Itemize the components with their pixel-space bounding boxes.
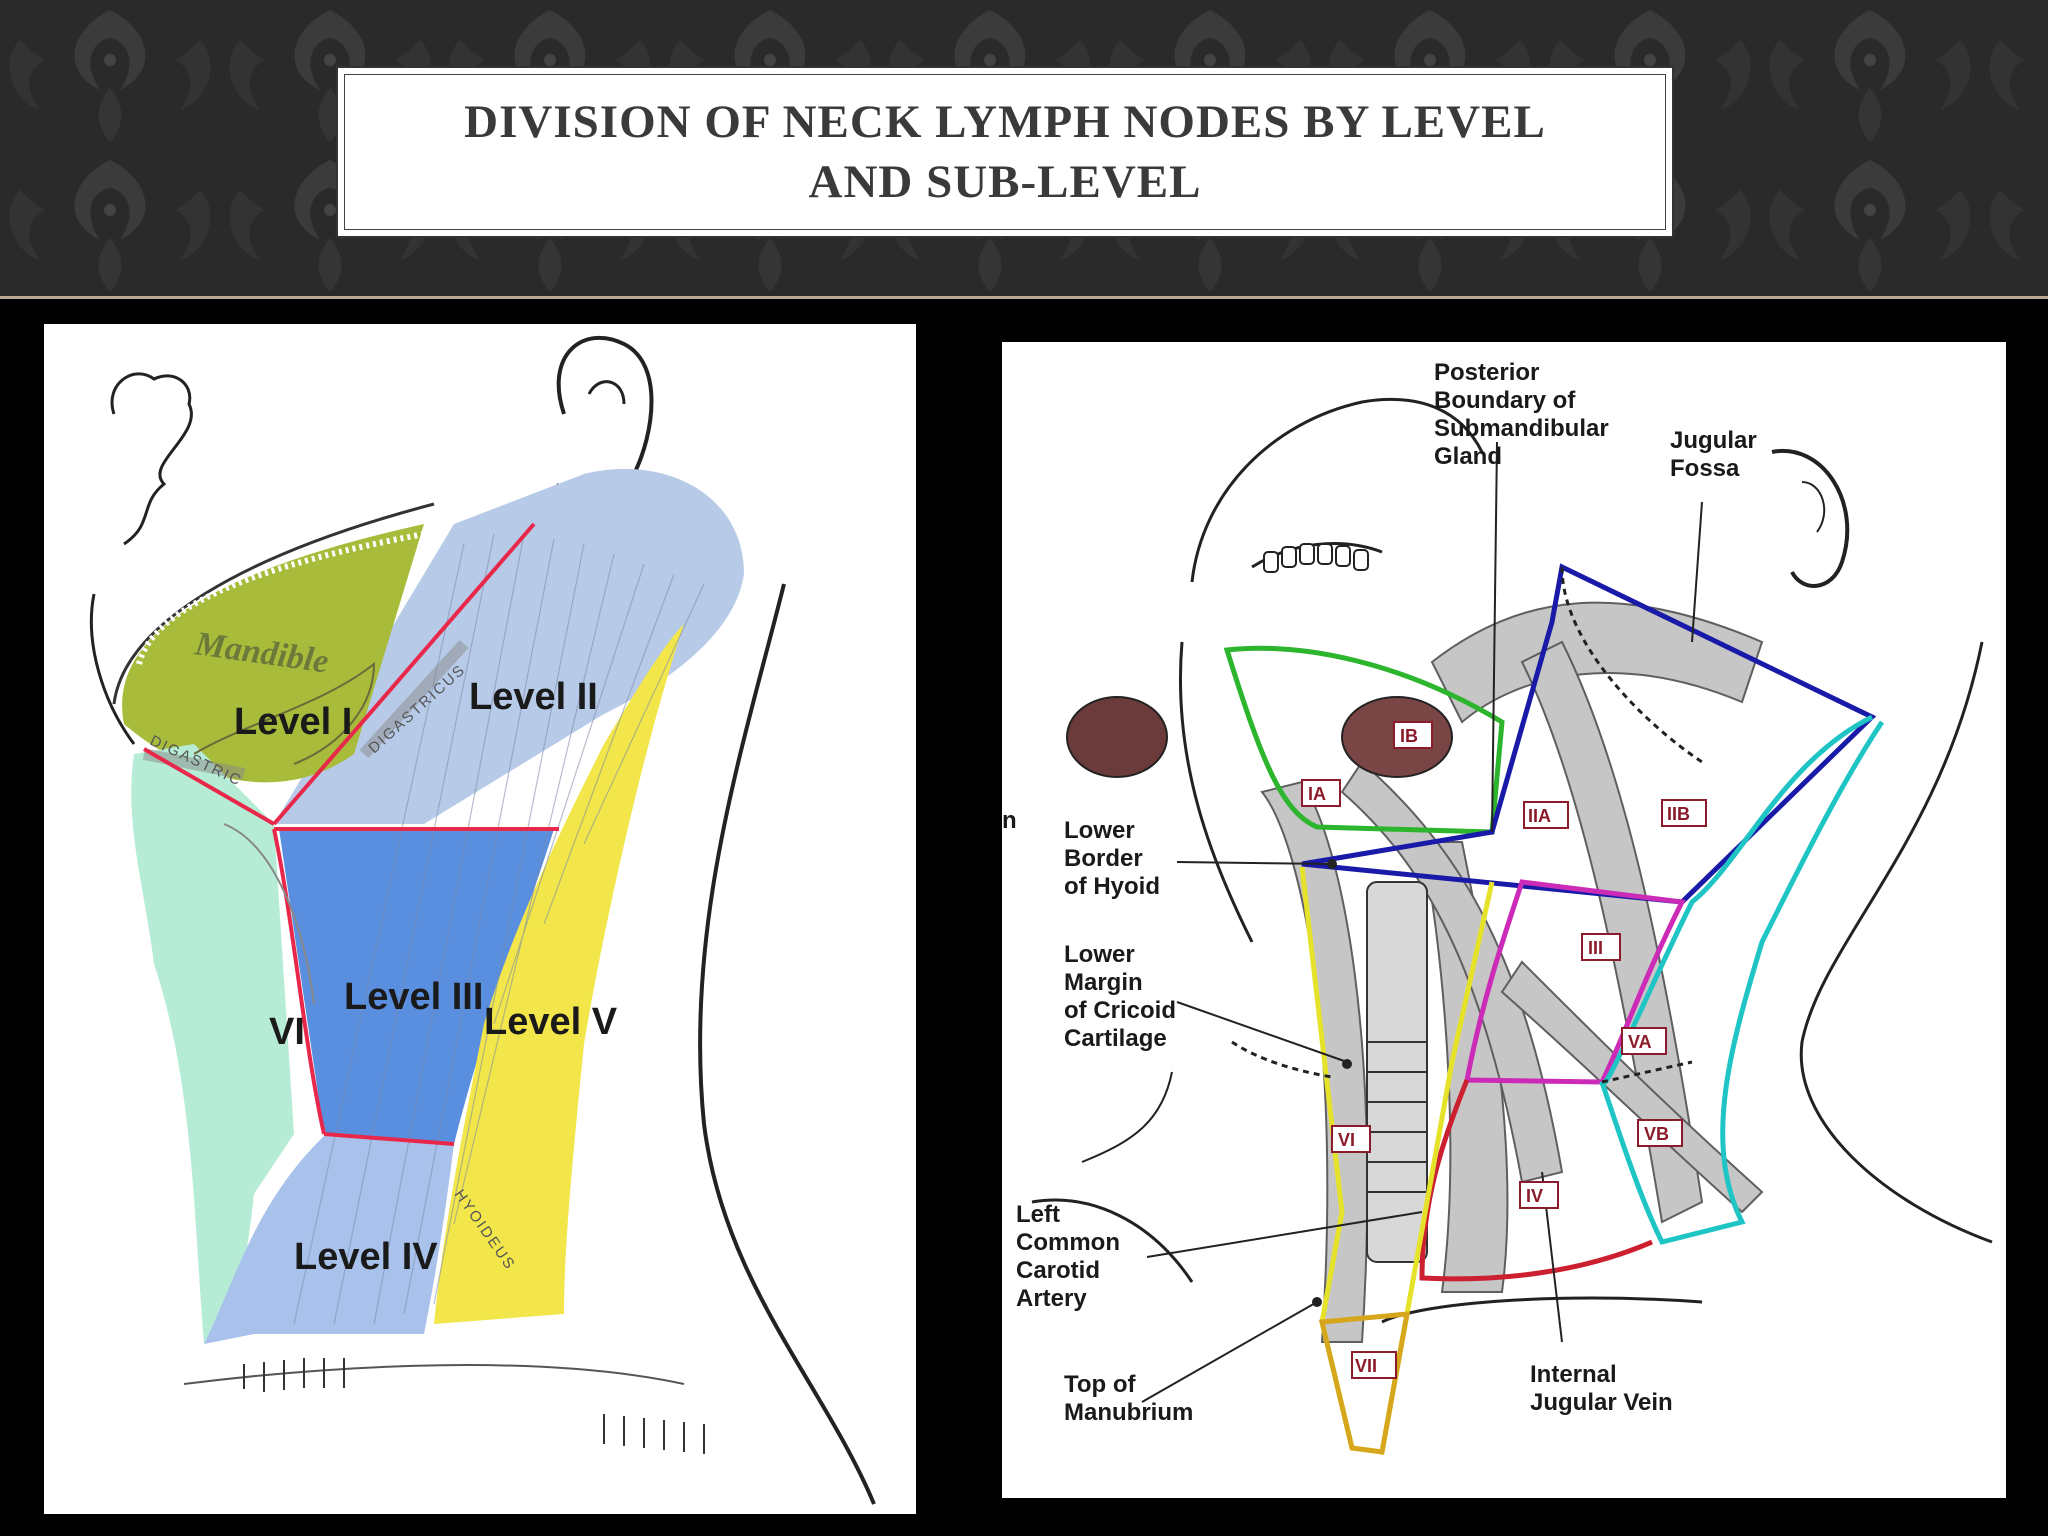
manubrium-line-1: Top of (1064, 1371, 1137, 1398)
slide-title-line-1: DIVISION OF NECK LYMPH NODES BY LEVEL (464, 96, 1546, 148)
tag-vii: VII (1355, 1356, 1377, 1376)
cricoid-line-3: of Cricoid (1064, 997, 1176, 1024)
tag-va: VA (1628, 1032, 1652, 1052)
tag-vi: VI (1338, 1130, 1355, 1150)
level-boundaries (1223, 563, 1885, 1455)
level-3-label: Level III (344, 976, 483, 1018)
slide-title-line-2: AND SUB-LEVEL (808, 156, 1202, 208)
edge-text-fragment: n (1002, 807, 1017, 834)
submandibular-gland (1066, 696, 1168, 778)
region-tags: IA IB IIA IIB III VA VB VI IV VII (1301, 721, 1707, 1379)
tag-iv: IV (1526, 1186, 1543, 1206)
carotid-line-2: Common (1016, 1229, 1120, 1256)
title-box-inner: DIVISION OF NECK LYMPH NODES BY LEVEL AN… (344, 74, 1666, 230)
jugular-fossa-line-1: Jugular (1670, 427, 1757, 454)
carotid-line-1: Left (1016, 1201, 1060, 1228)
level-boundaries (143, 522, 559, 1146)
left-neck-illustration: Mandible Level I Level II Level III Leve… (89, 335, 876, 1505)
clavicle-hatching (243, 1358, 705, 1454)
neck-back-outline (698, 583, 876, 1505)
level-3-region (279, 829, 554, 1144)
neck-back-outline (1799, 641, 1993, 1244)
cricoid-line-2: Margin (1064, 969, 1143, 996)
tag-vb: VB (1644, 1124, 1669, 1144)
posterior-boundary-line-3: Submandibular (1434, 415, 1609, 442)
level-5-region (434, 624, 684, 1324)
level-4-region (204, 1136, 454, 1344)
level-6-region (131, 744, 294, 1344)
level-6-label: VI (269, 1011, 305, 1053)
level-1-label: Level I (234, 701, 352, 743)
carotid-line-3: Carotid (1016, 1257, 1100, 1284)
jugular-fossa-line-2: Fossa (1670, 455, 1740, 482)
level-1-region (122, 524, 425, 783)
manubrium-line-2: Manubrium (1064, 1399, 1193, 1426)
level-2-label: Level II (469, 676, 598, 718)
leader-lines (1141, 441, 1703, 1403)
tag-iia: IIA (1528, 806, 1551, 826)
trachea-rings (1367, 1041, 1427, 1193)
tag-ib: IB (1400, 726, 1418, 746)
carotid-line-4: Artery (1016, 1285, 1087, 1312)
ear-outline (1771, 448, 1850, 588)
hyoid-line-1: Lower (1064, 817, 1135, 844)
cricoid-line-4: Cartilage (1064, 1025, 1167, 1052)
right-neck-illustration: Posterior Boundary of Submandibular Glan… (1002, 359, 1993, 1455)
face-outline (110, 372, 193, 546)
posterior-boundary-line-4: Gland (1434, 443, 1502, 470)
level-5-label: Level V (484, 1001, 618, 1043)
banner-divider (0, 296, 2048, 299)
right-neck-diagram: Posterior Boundary of Submandibular Glan… (1002, 342, 2006, 1498)
jugular-vein-line-2: Jugular Vein (1530, 1389, 1673, 1416)
cricoid-line-1: Lower (1064, 941, 1135, 968)
title-box: DIVISION OF NECK LYMPH NODES BY LEVEL AN… (336, 66, 1674, 238)
tag-iii: III (1588, 938, 1603, 958)
tag-ia: IA (1308, 784, 1326, 804)
tag-iib: IIB (1667, 804, 1690, 824)
muscle-hatching (293, 533, 705, 1325)
level-4-label: Level IV (294, 1236, 438, 1278)
posterior-boundary-line-1: Posterior (1434, 359, 1539, 386)
hyoid-line-2: Border (1064, 845, 1143, 872)
left-neck-diagram: Mandible Level I Level II Level III Leve… (44, 324, 916, 1514)
hyoid-line-3: of Hyoid (1064, 873, 1160, 900)
jugular-vein-line-1: Internal (1530, 1361, 1617, 1388)
level-2-region (274, 468, 744, 824)
posterior-boundary-line-2: Boundary of (1434, 387, 1576, 414)
head-outline (1190, 397, 1484, 583)
